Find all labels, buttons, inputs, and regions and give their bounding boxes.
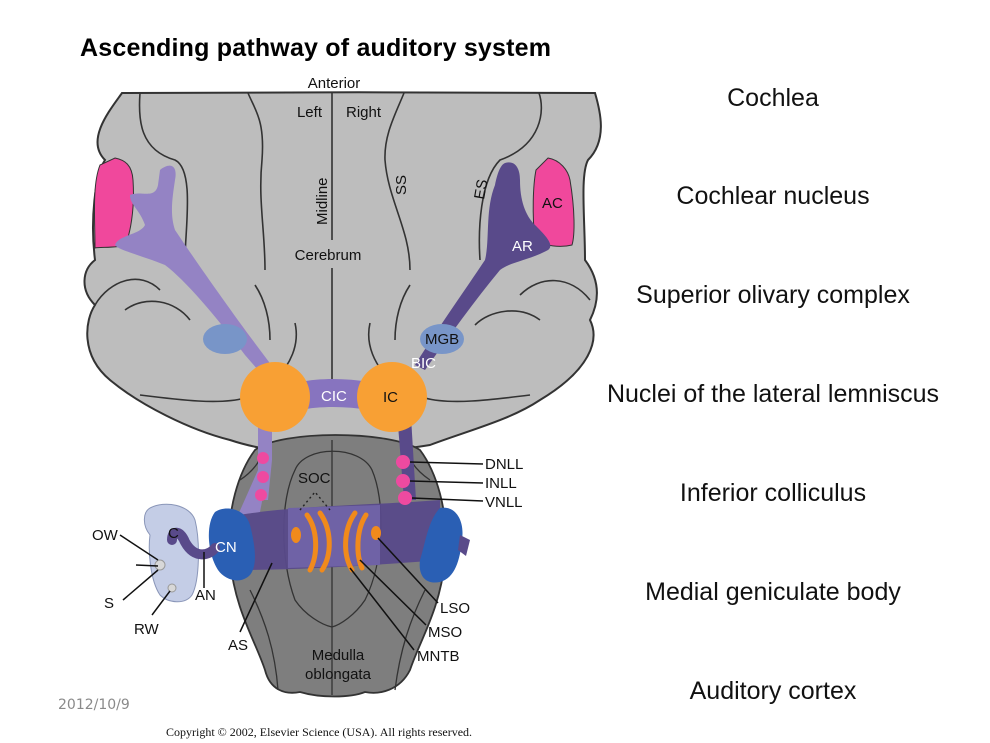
callout-mso: MSO [428, 624, 462, 641]
label-bic: BIC [411, 355, 436, 372]
pathway-label-auditory-cortex: Auditory cortex [689, 677, 857, 705]
label-cn: CN [215, 539, 237, 556]
callout-ow: OW [92, 527, 119, 544]
auditory-cortex-left [93, 157, 134, 249]
soc-nuclei [304, 510, 369, 573]
label-c: C [168, 525, 179, 542]
soc-dot-left [291, 527, 301, 543]
label-cerebrum: Cerebrum [295, 247, 362, 264]
label-ar: AR [512, 238, 533, 255]
oval-window [154, 559, 166, 571]
cochlear-nucleus-right [419, 507, 463, 583]
callout-mntb: MNTB [417, 648, 460, 665]
slide-title: Ascending pathway of auditory system [80, 34, 552, 62]
callout-lines [119, 461, 484, 651]
callout-s: S [104, 595, 114, 612]
auditory-nerve-left [167, 527, 220, 560]
pathway-label-soc: Superior olivary complex [636, 281, 910, 309]
soc-dot-right [371, 526, 381, 540]
callout-an: AN [195, 587, 216, 604]
ic-left [240, 362, 310, 432]
label-es: ES [471, 178, 491, 201]
label-mgb: MGB [425, 331, 459, 348]
callout-lso: LSO [440, 600, 470, 617]
pathway-label-cochlea: Cochlea [727, 84, 819, 112]
label-ic: IC [383, 389, 398, 406]
cochlear-nucleus-left [208, 508, 255, 581]
cerebrum-shape [83, 91, 602, 457]
label-cic: CIC [321, 388, 347, 405]
callout-vnll: VNLL [485, 494, 523, 511]
callout-as: AS [228, 637, 248, 654]
auditory-nerve-right [458, 535, 470, 556]
callout-rw: RW [134, 621, 160, 638]
copyright-notice: Copyright © 2002, Elsevier Science (USA)… [166, 725, 473, 739]
mgb-right [420, 324, 464, 354]
commissure-ic [300, 379, 370, 410]
label-left: Left [297, 104, 323, 121]
cochlea [143, 503, 199, 603]
lemniscus-nuclei [255, 452, 412, 505]
cerebrum-sulci [94, 92, 591, 403]
mgb-left [203, 324, 247, 354]
round-window [167, 583, 177, 593]
ic-right [357, 362, 427, 432]
callout-inll: INLL [485, 475, 517, 492]
auditory-cortex-right [532, 157, 575, 247]
pathway-label-mgb: Medial geniculate body [645, 578, 901, 606]
pathway-label-inferior-colliculus: Inferior colliculus [679, 479, 867, 507]
callout-dnll: DNLL [485, 456, 523, 473]
label-soc: SOC [298, 470, 331, 487]
pathway-label-cochlear-nucleus: Cochlear nucleus [676, 182, 870, 210]
label-oblongata: oblongata [305, 666, 372, 683]
label-ss: SS [393, 175, 410, 195]
label-medulla: Medulla [312, 647, 365, 664]
label-right: Right [346, 104, 382, 121]
label-ac: AC [542, 195, 563, 212]
label-anterior: Anterior [308, 75, 361, 92]
label-midline: Midline [314, 177, 331, 225]
slide-date: 2012/10/9 [58, 697, 130, 713]
pathway-label-lateral-lemniscus: Nuclei of the lateral lemniscus [606, 380, 940, 408]
